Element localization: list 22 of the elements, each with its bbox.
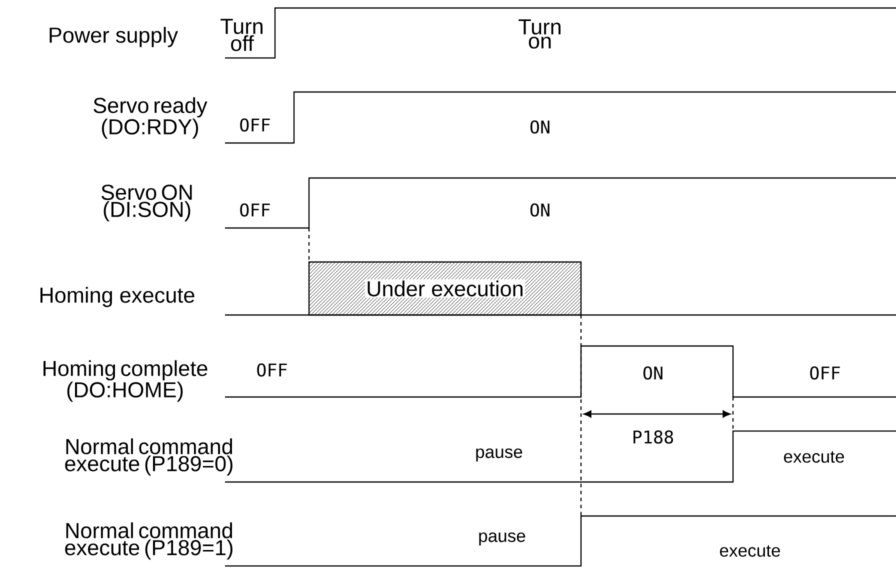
- state-label: pause: [476, 448, 522, 462]
- state-label: execute: [784, 451, 844, 463]
- signal-name: Normal command execute (P189=0): [65, 438, 232, 476]
- signal-name: Servo ON (DI:SON): [101, 184, 192, 222]
- state-label: OFF: [240, 203, 270, 217]
- state-label: OFF: [257, 363, 287, 377]
- dimension-label: P188: [634, 430, 674, 444]
- signal-name: Normal command execute (P189=1): [65, 522, 232, 560]
- state-label: ON: [530, 120, 550, 134]
- signal-name: Servo ready (DO:RDY): [94, 97, 208, 139]
- signal-name: Homing complete (DO:HOME): [44, 360, 208, 402]
- state-label: ON: [530, 203, 550, 217]
- state-label: Turn off: [220, 18, 262, 52]
- signal-name: Power supply: [50, 26, 178, 48]
- state-label: execute: [720, 545, 780, 557]
- state-label: ON: [643, 366, 662, 380]
- hatched-box: Under execution: [308, 261, 582, 316]
- state-label: OFF: [240, 118, 270, 132]
- state-label: OFF: [810, 366, 840, 380]
- state-label: Turn on: [518, 19, 560, 49]
- state-label: pause: [479, 532, 526, 546]
- signal-name: Homing execute: [40, 286, 194, 308]
